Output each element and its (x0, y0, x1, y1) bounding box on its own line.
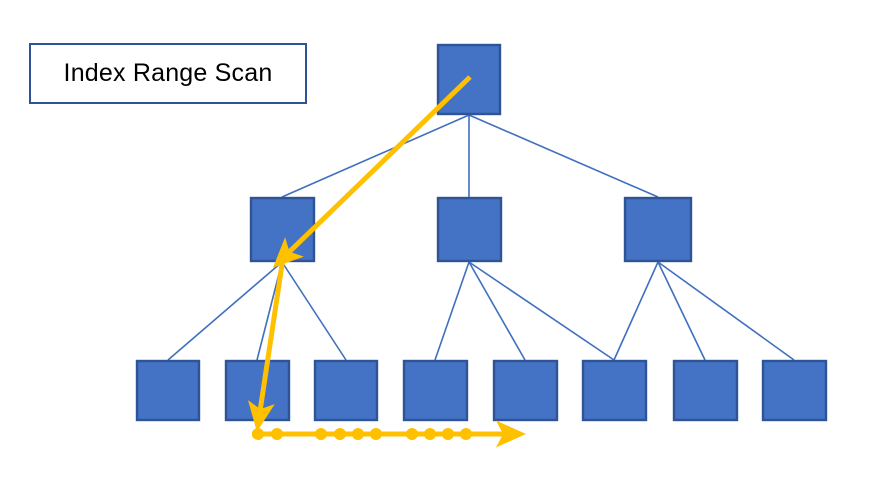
tree-node-leaf-6[interactable] (581, 359, 648, 422)
legend-label: Index Range Scan (63, 59, 273, 87)
range-scan-entry-dot (271, 428, 283, 440)
tree-connector (167, 261, 283, 361)
range-scan-entry-dot (370, 428, 382, 440)
tree-node-leaf-4[interactable] (402, 359, 469, 422)
tree-connector (657, 261, 795, 361)
tree-connector (468, 261, 615, 361)
tree-node-leaf-8[interactable] (761, 359, 828, 422)
tree-connector (657, 261, 706, 361)
scan-descent-branch-to-leaf (248, 257, 286, 432)
tree-connector (468, 114, 659, 198)
scan-path-overlay (248, 75, 526, 448)
tree-node-leaf-3[interactable] (313, 359, 379, 422)
tree-connector (281, 114, 470, 198)
tree-node-leaf-7[interactable] (672, 359, 739, 422)
tree-connector (434, 261, 470, 361)
tree-node-branch-2[interactable] (436, 196, 503, 263)
range-scan-entry-dot (442, 428, 454, 440)
tree-node-branch-3[interactable] (623, 196, 693, 263)
range-scan-entry-dot (424, 428, 436, 440)
tree-connector (613, 261, 659, 361)
scan-descent-root-to-branch (272, 75, 472, 268)
range-scan-entry-dot (460, 428, 472, 440)
range-scan-entry-dot (352, 428, 364, 440)
range-scan-entry-dot (315, 428, 327, 440)
tree-connector (468, 261, 526, 361)
tree-connector (281, 261, 347, 361)
range-scan-entry-dot (252, 428, 264, 440)
tree-node-leaf-1[interactable] (135, 359, 201, 422)
tree-node-leaf-5[interactable] (492, 359, 559, 422)
tree-node-branch-1[interactable] (249, 196, 316, 263)
tree-connectors (167, 114, 795, 361)
range-scan-entry-dot (334, 428, 346, 440)
range-scan-entry-dot (406, 428, 418, 440)
legend-box: Index Range Scan (29, 43, 307, 104)
